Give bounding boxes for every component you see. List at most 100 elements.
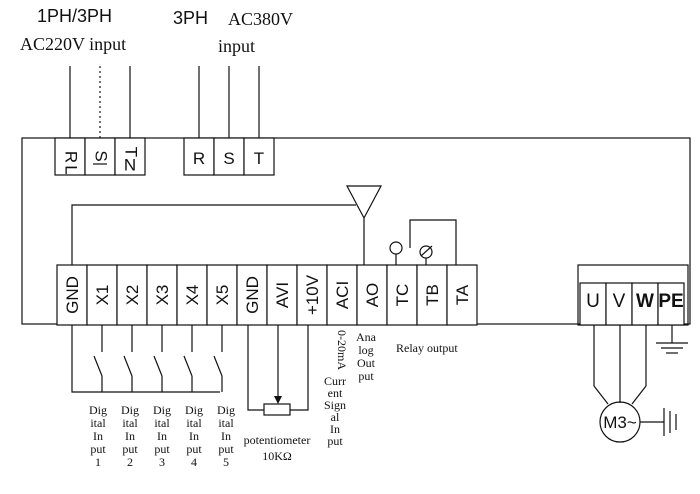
relay-tb-contact: [419, 245, 433, 259]
input-220-label-line1: 1PH/3PH: [37, 6, 112, 26]
terminal-380-t-label: T: [254, 149, 264, 168]
digital-input-label-line: 2: [127, 455, 133, 469]
pot-wiper-arrow: [274, 396, 282, 404]
motor-wire-w-diag: [631, 385, 647, 405]
digital-input-switches: [71, 325, 223, 393]
terminal-label: TA: [453, 284, 472, 305]
analog-output-label-line: Out: [357, 356, 376, 370]
terminal-220-tn: [114, 137, 146, 176]
potentiometer-resistor: [263, 403, 291, 416]
current-signal-label-line: put: [327, 434, 343, 448]
digital-input-label-line: ital: [218, 416, 234, 430]
terminal-label: AO: [363, 283, 382, 308]
terminal-gnd-0: [56, 264, 88, 326]
potentiometer-label: potentiometer: [244, 433, 311, 447]
current-signal-label-line: Curr: [324, 374, 346, 388]
digital-input-label-line: In: [221, 429, 231, 443]
motor-circuit: M3~: [593, 325, 688, 443]
terminal-w: [631, 282, 659, 326]
digital-common-bus: [71, 325, 220, 393]
digital-input-label-line: put: [186, 442, 202, 456]
terminal-220-rl: [54, 137, 86, 176]
digital-input-label-line: ital: [186, 416, 202, 430]
terminal-label: X1: [93, 285, 112, 306]
terminal-tc-11: [386, 264, 418, 326]
digital-input-label-line: Dig: [153, 403, 171, 417]
terminal-380-s: [213, 137, 245, 176]
digital-input-label-line: 1: [95, 455, 101, 469]
digital-input-label-line: Dig: [217, 403, 235, 417]
digital-switch-contact: [153, 355, 163, 377]
relay-coil-loop: [409, 219, 457, 265]
terminal-block-220: R L S T N: [54, 137, 146, 176]
potentiometer-value: 10KΩ: [262, 449, 292, 463]
terminal-380-r: [183, 137, 215, 176]
terminal-x1-1: [86, 264, 118, 326]
analog-output-label-line: log: [358, 343, 373, 357]
terminal-220-l-label: L: [62, 165, 81, 174]
terminal-aci-9: [326, 264, 358, 326]
terminal-block-380: R S T: [183, 137, 275, 176]
current-signal-label-line: In: [330, 422, 340, 436]
terminal-380-r-label: R: [193, 149, 205, 168]
digital-input-label-line: ital: [90, 416, 106, 430]
pot-wire-10v: [290, 325, 309, 411]
digital-input-label-line: 3: [159, 455, 165, 469]
analog-output-symbol: [346, 185, 382, 220]
digital-input-label-line: In: [125, 429, 135, 443]
current-signal-label-line: ent: [328, 386, 343, 400]
terminal-label: X2: [123, 285, 142, 306]
terminal-label: GND: [63, 276, 82, 314]
input-380-label-ac380v: AC380V: [228, 9, 293, 29]
digital-switch-contact: [183, 355, 193, 377]
relay-output-label: Relay output: [396, 341, 458, 355]
potentiometer-circuit: potentiometer 10KΩ: [244, 325, 311, 463]
digital-input-label-line: Dig: [185, 403, 203, 417]
terminal-380-t: [243, 137, 275, 176]
aci-current-range: 0-20mA: [335, 330, 349, 370]
terminal-ta-13: [446, 264, 478, 326]
output-label: U: [586, 291, 600, 312]
terminal-220-r-label: R: [62, 151, 81, 163]
terminal-v: [605, 282, 633, 326]
analog-output-label-line: put: [358, 369, 374, 383]
digital-input-label-line: In: [93, 429, 103, 443]
digital-input-label-line: 4: [191, 455, 197, 469]
terminal-220-n-label: N: [124, 155, 136, 174]
terminal-380-s-label: S: [223, 149, 234, 168]
pot-wire-gnd: [247, 325, 264, 411]
terminal-label: TB: [423, 284, 442, 306]
terminal-220-s: [84, 137, 116, 176]
terminal-label: X3: [153, 285, 172, 306]
terminal-ao-10: [356, 264, 388, 326]
terminal-220-t-label: T: [122, 147, 141, 157]
terminal-label: X5: [213, 285, 232, 306]
digital-input-label-line: ital: [122, 416, 138, 430]
terminal-gnd-6: [236, 264, 268, 326]
input-380-label-input: input: [218, 36, 255, 56]
digital-input-label-line: In: [157, 429, 167, 443]
digital-switch-contact: [123, 355, 133, 377]
motor-label: M3~: [603, 413, 637, 432]
terminal-x3-3: [146, 264, 178, 326]
terminal-x5-5: [206, 264, 238, 326]
analog-output-label-line: Ana: [356, 330, 377, 344]
terminal-plus10v-8: [296, 264, 328, 326]
digital-input-labels: DigitalInput1DigitalInput2DigitalInput3D…: [89, 403, 235, 469]
digital-switch-contact: [93, 355, 103, 377]
terminal-x4-4: [176, 264, 208, 326]
digital-input-label-line: put: [154, 442, 170, 456]
digital-switch-contact: [213, 355, 223, 377]
output-label: PE: [658, 291, 683, 312]
terminal-label: GND: [243, 276, 262, 314]
terminal-label: AVI: [273, 282, 292, 308]
digital-input-label-line: put: [90, 442, 106, 456]
current-signal-label-line: al: [331, 410, 340, 424]
relay-tc-contact: [389, 241, 403, 255]
